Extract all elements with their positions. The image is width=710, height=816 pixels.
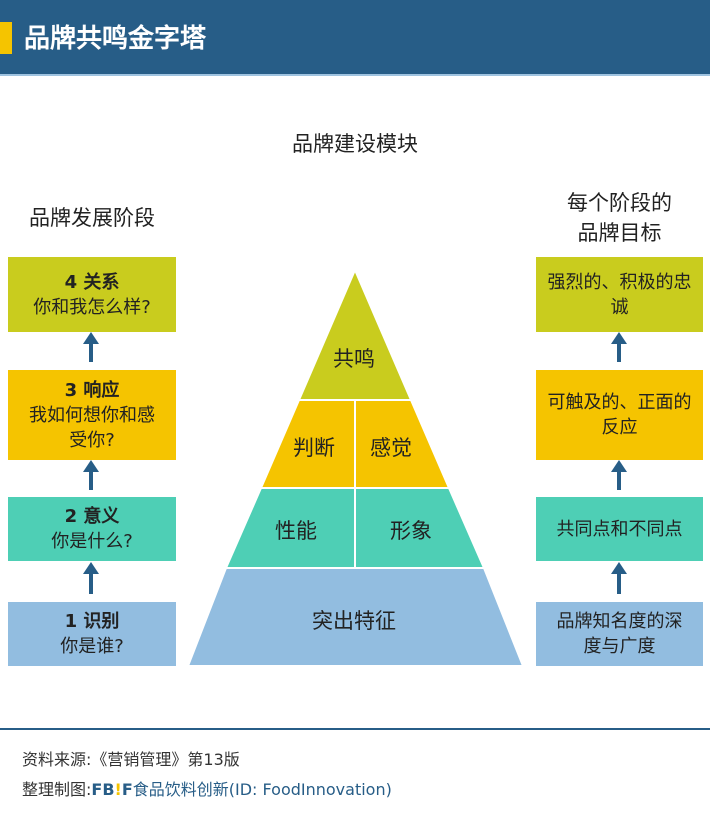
label-judgments: 判断 bbox=[293, 436, 335, 460]
header-bar: 品牌共鸣金字塔 bbox=[0, 0, 710, 76]
goal-text: 可触及的、正面的反应 bbox=[547, 392, 692, 438]
pyramid-salience bbox=[186, 567, 525, 667]
arrow-up-icon bbox=[611, 562, 627, 594]
label-performance: 性能 bbox=[275, 519, 317, 543]
goal-text: 强烈的、积极的忠诚 bbox=[547, 271, 692, 318]
center-title: 品牌建设模块 bbox=[292, 132, 418, 156]
stage-2-box: 2 意义你是什么? bbox=[8, 497, 176, 561]
brand-exclaim: ! bbox=[114, 780, 122, 799]
label-feelings: 感觉 bbox=[370, 436, 412, 460]
brand-fb: FB bbox=[91, 780, 115, 799]
right-title: 每个阶段的品牌目标 bbox=[536, 188, 703, 248]
brand-name: 食品饮料创新(ID: FoodInnovation) bbox=[132, 780, 392, 799]
stage-question: 你是什么? bbox=[51, 531, 133, 552]
right-title-line2: 品牌目标 bbox=[577, 221, 662, 245]
goal-4-box: 强烈的、积极的忠诚 bbox=[536, 257, 703, 332]
stage-num: 4 关系 bbox=[64, 271, 120, 293]
goal-3-box: 可触及的、正面的反应 bbox=[536, 370, 703, 460]
stage-question: 你和我怎么样? bbox=[33, 296, 151, 318]
brand-logo: FB!F bbox=[91, 780, 132, 799]
arrow-up-icon bbox=[611, 332, 627, 362]
pyramid-resonance bbox=[297, 267, 413, 401]
stage-question: 你是谁? bbox=[60, 636, 124, 657]
label-resonance: 共鸣 bbox=[333, 347, 375, 371]
label-salience: 突出特征 bbox=[312, 609, 396, 633]
stage-4-box: 4 关系你和我怎么样? bbox=[8, 257, 176, 332]
brand-f: F bbox=[121, 780, 133, 799]
stage-num: 2 意义 bbox=[64, 506, 120, 527]
right-title-line1: 每个阶段的 bbox=[567, 191, 672, 215]
arrow-up-icon bbox=[83, 332, 99, 362]
left-title: 品牌发展阶段 bbox=[29, 206, 155, 230]
accent-bar bbox=[0, 22, 12, 54]
goal-text: 品牌知名度的深度与广度 bbox=[556, 611, 683, 657]
goal-2-box: 共同点和不同点 bbox=[536, 497, 703, 561]
credit-line: 整理制图:FB!F食品饮料创新(ID: FoodInnovation) bbox=[22, 776, 392, 800]
stage-num: 3 响应 bbox=[64, 379, 120, 401]
credit-label: 整理制图: bbox=[22, 780, 92, 799]
goal-text: 共同点和不同点 bbox=[556, 518, 683, 540]
goal-1-box: 品牌知名度的深度与广度 bbox=[536, 602, 703, 666]
arrow-up-icon bbox=[83, 562, 99, 594]
stage-question: 我如何想你和感受你? bbox=[29, 404, 155, 451]
arrow-up-icon bbox=[83, 460, 99, 490]
arrow-up-icon bbox=[611, 460, 627, 490]
footer-divider bbox=[0, 728, 710, 730]
source-text: 资料来源:《营销管理》第13版 bbox=[22, 750, 240, 769]
stage-num: 1 识别 bbox=[64, 611, 120, 632]
stage-1-box: 1 识别你是谁? bbox=[8, 602, 176, 666]
label-imagery: 形象 bbox=[390, 519, 432, 543]
stage-3-box: 3 响应我如何想你和感受你? bbox=[8, 370, 176, 460]
page-title: 品牌共鸣金字塔 bbox=[24, 24, 207, 54]
